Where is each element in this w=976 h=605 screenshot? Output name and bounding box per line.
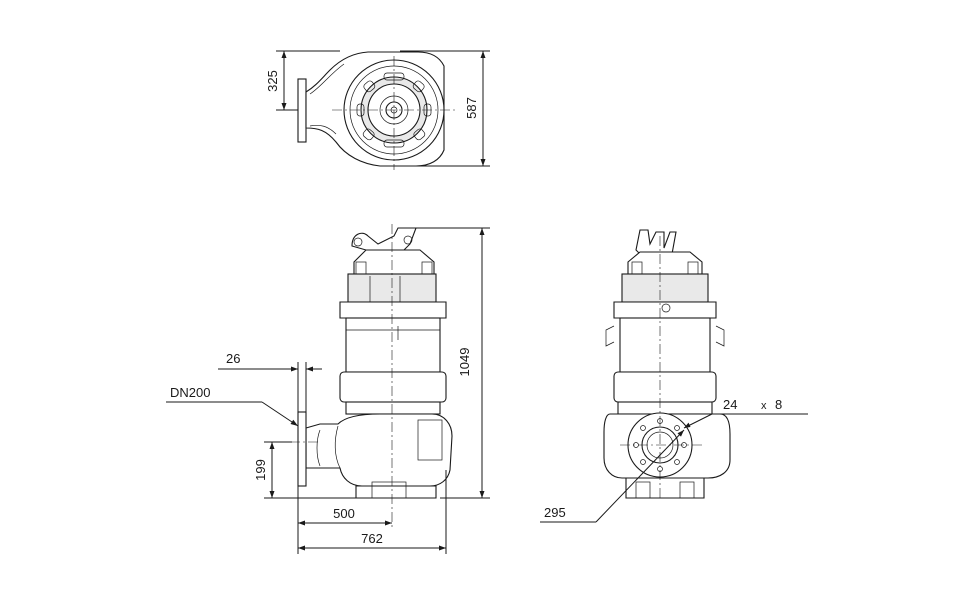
side-view: 24 x 8 295: [540, 229, 808, 523]
dim-325-label: 325: [265, 70, 280, 92]
dim-587-label: 587: [464, 97, 479, 119]
dim-26-label: 26: [226, 351, 240, 366]
dim-bolt-count-label: 8: [775, 397, 782, 412]
dim-762-label: 762: [361, 531, 383, 546]
dim-295-label: 295: [544, 505, 566, 520]
dim-500-label: 500: [333, 506, 355, 521]
dim-dn200-label: DN200: [170, 385, 210, 400]
dim-199-label: 199: [253, 459, 268, 481]
dim-1049-label: 1049: [457, 348, 472, 377]
dim-bolt-times-label: x: [761, 400, 767, 412]
top-view: 325 587: [265, 50, 490, 170]
front-view: 1049 26 DN200 199 500 762: [166, 224, 490, 554]
dim-bolt-dia-label: 24: [723, 397, 737, 412]
